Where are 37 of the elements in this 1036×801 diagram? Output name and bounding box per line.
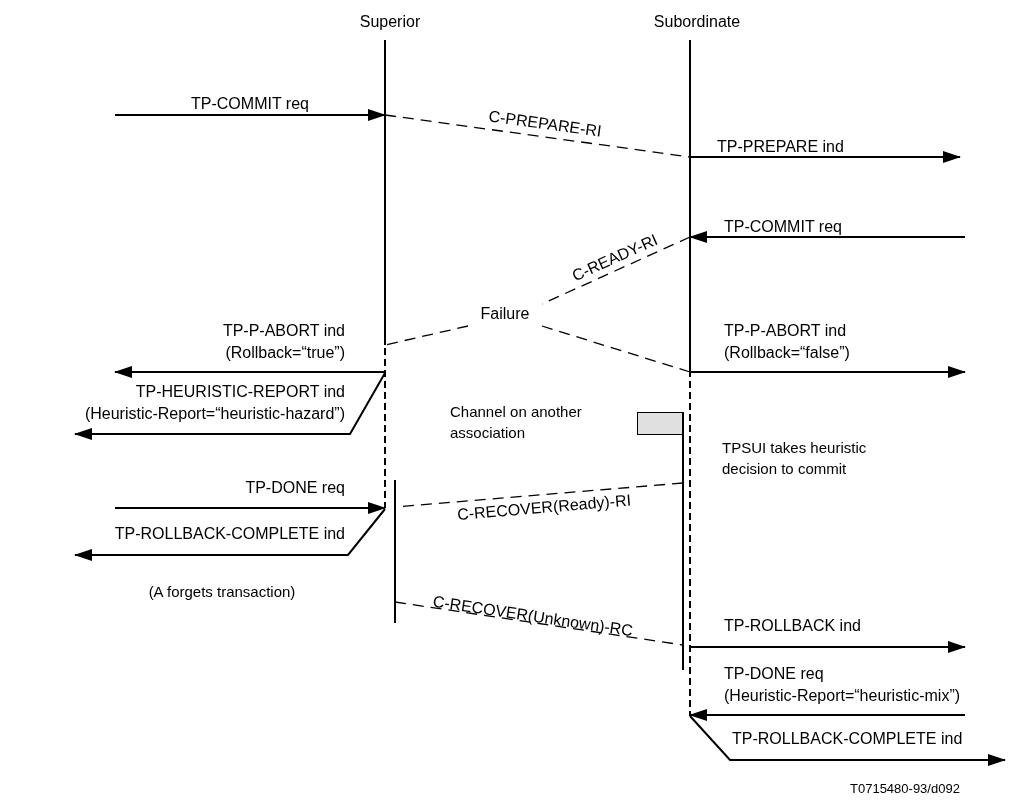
message-label: TP-COMMIT req <box>723 217 843 237</box>
message-label: TP-P-ABORT ind (Rollback=“true”) <box>221 321 346 363</box>
lifeline <box>689 40 691 716</box>
message-label: TP-P-ABORT ind (Rollback=“false”) <box>723 321 851 363</box>
message-label: C-PREPARE-RI <box>486 106 604 142</box>
note-text: Channel on another association <box>450 402 583 443</box>
message-label: TP-ROLLBACK-COMPLETE ind <box>731 729 964 749</box>
message-label: TP-HEURISTIC-REPORT ind (Heuristic-Report=“heuristic-hazard”) <box>83 382 346 424</box>
message-arrow <box>114 366 386 378</box>
flagged-lifeline <box>637 412 684 670</box>
event-label: Failure <box>468 301 542 327</box>
message-arrow <box>689 231 966 243</box>
dashed-message-line <box>384 114 691 158</box>
message-label: TP-DONE req <box>244 478 346 498</box>
message-arrow <box>114 502 386 514</box>
lifeline <box>384 40 386 508</box>
message-arrow <box>74 372 386 440</box>
dashed-message-line <box>384 325 469 346</box>
message-arrow <box>689 641 966 653</box>
message-arrow <box>689 715 1006 766</box>
message-label: C-RECOVER(Ready)-RI <box>455 490 633 525</box>
message-arrow <box>114 109 386 121</box>
message-label: TP-DONE req (Heuristic-Report=“heuristic-mix”) <box>723 664 962 706</box>
lifeline <box>394 480 396 623</box>
message-arrow <box>74 508 386 561</box>
note-text: TPSUI takes heuristic decision to commit <box>722 438 868 479</box>
dashed-message-line <box>541 325 691 373</box>
message-label: TP-COMMIT req <box>190 94 310 114</box>
figure-code: T0715480-93/d092 <box>850 780 961 798</box>
dashed-message-line <box>394 601 684 646</box>
message-arrow <box>689 151 961 163</box>
message-arrow <box>689 366 966 378</box>
message-arrow <box>689 709 966 721</box>
note-text: (A forgets transaction) <box>147 582 297 602</box>
message-label: TP-PREPARE ind <box>716 137 845 157</box>
message-label: TP-ROLLBACK-COMPLETE ind <box>113 524 346 544</box>
message-label: TP-ROLLBACK ind <box>723 616 862 636</box>
